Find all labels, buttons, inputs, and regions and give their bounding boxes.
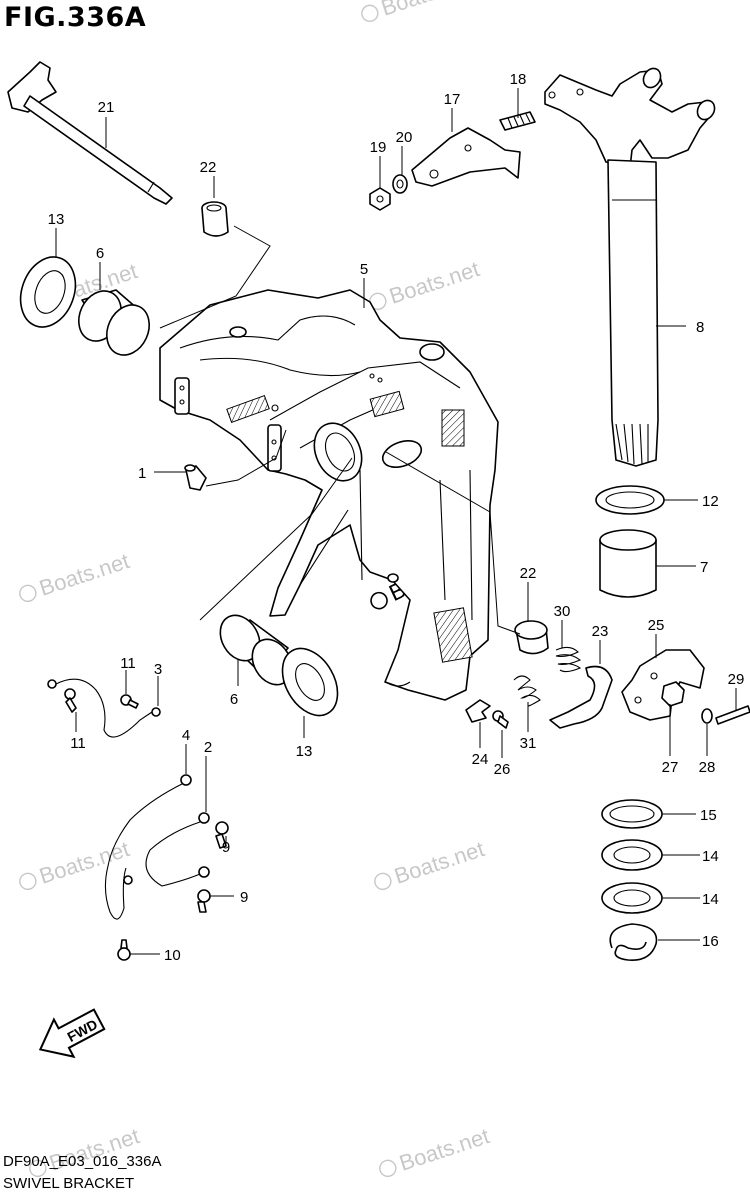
callout-19: 19 — [370, 139, 387, 156]
callout-1: 1 — [138, 465, 146, 482]
callout-18: 18 — [510, 71, 527, 88]
part-22-bushing-top — [201, 201, 229, 237]
diagram-name: SWIVEL BRACKET — [3, 1175, 135, 1192]
callout-17: 17 — [444, 91, 461, 108]
part-19-nut — [369, 187, 391, 211]
callout-16: 16 — [702, 933, 719, 950]
watermark-text: Boats.net — [386, 256, 482, 309]
callout-6-lower: 6 — [230, 691, 238, 708]
callout-26: 26 — [494, 761, 511, 778]
part-14-washer-b — [601, 882, 663, 914]
callout-14-lower: 14 — [702, 891, 719, 908]
part-8-steering-shaft — [544, 67, 716, 467]
callout-31: 31 — [520, 735, 537, 752]
callout-20: 20 — [396, 129, 413, 146]
callout-15: 15 — [700, 807, 717, 824]
callout-2: 2 — [204, 739, 212, 756]
diagram-code: DF90A_E03_016_336A — [3, 1153, 162, 1170]
part-14-washer-a — [601, 839, 663, 871]
part-10-screw — [117, 939, 131, 961]
callout-12: 12 — [702, 493, 719, 510]
callout-21: 21 — [98, 99, 115, 116]
callout-22-lower: 22 — [520, 565, 537, 582]
part-2-lead-wire — [145, 812, 210, 887]
callout-24: 24 — [472, 751, 489, 768]
part-31-spring — [513, 675, 541, 707]
callout-5: 5 — [360, 261, 368, 278]
callout-13: 13 — [48, 211, 65, 228]
callout-10: 10 — [164, 947, 181, 964]
part-16-snap-ring — [609, 923, 658, 961]
part-7-bushing — [599, 529, 657, 598]
part-22-bushing-lower — [514, 620, 549, 655]
part-26-screw — [492, 710, 509, 729]
part-1-grease-nipple — [184, 464, 207, 491]
callout-28: 28 — [699, 759, 716, 776]
callout-9: 9 — [222, 839, 230, 856]
part-11-screw-a — [120, 694, 139, 709]
callout-27: 27 — [662, 759, 679, 776]
callout-11-lower: 11 — [70, 735, 86, 752]
fwd-arrow-badge: FWD — [38, 1008, 106, 1059]
callout-7: 7 — [700, 559, 708, 576]
watermark-text: Boats.net — [36, 548, 132, 601]
part-29-pin — [715, 705, 750, 725]
watermark-text: Boats.net — [396, 1123, 492, 1176]
callout-9-lower: 9 — [240, 889, 248, 906]
part-11-screw-b — [64, 688, 77, 713]
callout-4: 4 — [182, 727, 190, 744]
callout-30: 30 — [554, 603, 571, 620]
callout-3: 3 — [154, 661, 162, 678]
part-23-lever — [549, 665, 613, 729]
callout-11: 11 — [120, 655, 136, 672]
part-27-nut — [661, 681, 685, 707]
part-9-screw-b — [197, 889, 211, 913]
part-25-stopper — [621, 649, 705, 721]
callout-29: 29 — [728, 671, 745, 688]
part-28-washer — [701, 708, 713, 724]
callout-labels: 21 22 13 6 5 17 18 19 20 8 1 12 7 22 30 … — [48, 71, 745, 964]
part-12-washer — [595, 485, 665, 515]
part-21-shaft — [7, 61, 173, 205]
part-4-lead-wire — [104, 774, 192, 920]
part-9-screw-a — [215, 821, 229, 849]
part-15-washer — [601, 799, 663, 829]
part-13-washer-lower — [281, 647, 339, 717]
callout-6: 6 — [96, 245, 104, 262]
part-13-washer-top — [19, 256, 77, 328]
watermark-text: Boats.net — [391, 836, 487, 889]
callout-22: 22 — [200, 159, 217, 176]
watermark-text: Boats.net — [378, 0, 474, 21]
part-30-spring — [555, 646, 582, 673]
callout-25: 25 — [648, 617, 665, 634]
part-20-washer — [392, 174, 408, 194]
callout-13-lower: 13 — [296, 743, 313, 760]
callout-23: 23 — [592, 623, 609, 640]
part-24-clip — [465, 699, 491, 723]
part-6-bushing-top — [78, 289, 150, 356]
part-18-bolt — [499, 111, 536, 131]
callout-8: 8 — [696, 319, 704, 336]
callout-14: 14 — [702, 848, 719, 865]
part-5-swivel-bracket — [159, 289, 499, 701]
leader-lines — [55, 88, 737, 955]
figure-title: FIG.336A — [4, 2, 147, 33]
watermark-text: Boats.net — [36, 836, 132, 889]
part-17-plate — [411, 127, 521, 187]
part-3-lead-wire — [47, 678, 161, 738]
